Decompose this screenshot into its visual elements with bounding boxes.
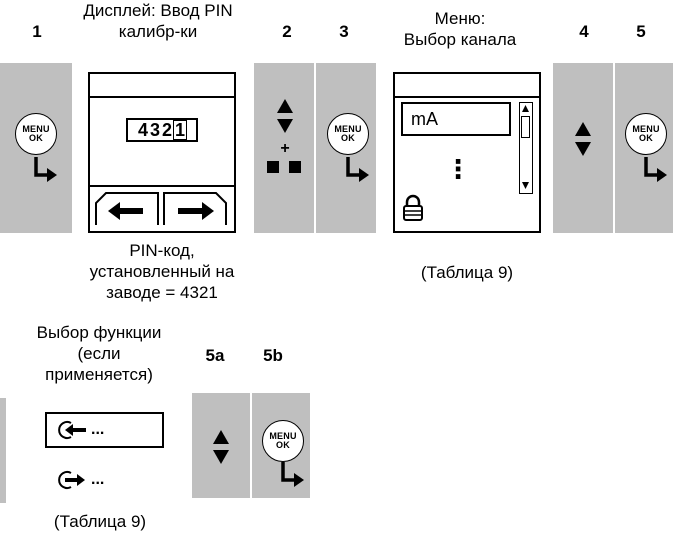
enter-arrow-icon — [281, 462, 304, 487]
function-item-input[interactable]: ... — [45, 412, 164, 448]
right-arrow-icon — [178, 202, 214, 220]
enter-arrow-icon — [644, 157, 667, 182]
menu-ok-button-step1[interactable]: MENU OK — [15, 113, 57, 155]
up-down-arrows-icon — [277, 99, 293, 133]
channel-menu-display: mA ⋮ — [393, 72, 541, 233]
up-down-arrows-icon — [575, 122, 591, 156]
left-arrow-icon — [108, 202, 143, 220]
menu-label: MENU — [22, 124, 50, 134]
step-5a-number: 5a — [205, 346, 225, 365]
ok-label: OK — [29, 133, 43, 143]
function-item-label: ... — [91, 421, 105, 438]
step-1-number: 1 — [32, 22, 42, 41]
softkey-left-button[interactable] — [94, 191, 160, 227]
ok-label: OK — [639, 133, 653, 143]
display-header-bar — [395, 74, 539, 98]
menu-label: MENU — [632, 124, 660, 134]
scroll-down-icon[interactable] — [521, 181, 530, 190]
pin-display-title: Дисплей: Ввод PIN калибр-ки — [83, 1, 233, 41]
pin-digit: 4 — [137, 119, 148, 140]
pin-entry-display: 4 3 2 1 — [88, 72, 236, 233]
scrollbar[interactable] — [519, 102, 533, 194]
step-5-number: 5 — [636, 22, 646, 41]
pin-input-box[interactable]: 4 3 2 1 — [126, 118, 198, 142]
scroll-thumb[interactable] — [521, 116, 530, 138]
function-list-edge — [0, 398, 6, 503]
pin-digit: 3 — [149, 119, 160, 140]
ok-label: OK — [276, 440, 290, 450]
menu-label: MENU — [334, 124, 362, 134]
output-function-icon — [58, 471, 85, 489]
step-2-number: 2 — [282, 22, 292, 41]
menu-ok-button-step5b[interactable]: MENU OK — [262, 420, 304, 462]
step-5b-number: 5b — [263, 346, 283, 365]
table-reference: (Таблица 9) — [53, 512, 147, 531]
step-3-number: 3 — [339, 22, 349, 41]
up-down-arrows-icon — [213, 430, 229, 464]
pin-digit-cursor: 1 — [173, 120, 188, 140]
menu-label: MENU — [269, 431, 297, 441]
lock-icon — [403, 194, 423, 221]
selected-channel-item[interactable]: mA — [401, 102, 511, 136]
menu-ok-button-step3[interactable]: MENU OK — [327, 113, 369, 155]
ok-label: OK — [341, 133, 355, 143]
more-items-indicator: ⋮ — [445, 154, 471, 184]
softkey-right-button[interactable] — [162, 191, 228, 227]
pin-digit: 2 — [162, 119, 173, 140]
both-keys-icon — [267, 161, 301, 173]
factory-pin-note: PIN-код, установленный на заводе = 4321 — [89, 241, 235, 302]
menu-ok-button-step5[interactable]: MENU OK — [625, 113, 667, 155]
input-function-icon — [58, 421, 86, 439]
display-header-bar — [90, 74, 234, 98]
display-softkey-bar — [90, 185, 234, 187]
enter-arrow-icon — [346, 157, 369, 182]
step-4-number: 4 — [579, 22, 589, 41]
step-5a-panel — [192, 393, 250, 498]
table-reference: (Таблица 9) — [420, 263, 514, 282]
scroll-up-icon[interactable] — [521, 104, 530, 113]
function-item-label: ... — [91, 471, 105, 488]
plus-sign: + — [280, 140, 290, 157]
step-2-panel — [254, 63, 314, 233]
channel-menu-title: Меню: Выбор канала — [403, 9, 517, 49]
function-item-output[interactable]: ... — [45, 462, 164, 498]
enter-arrow-icon — [34, 157, 57, 182]
function-selection-title: Выбор функции (если применяется) — [36, 323, 162, 384]
